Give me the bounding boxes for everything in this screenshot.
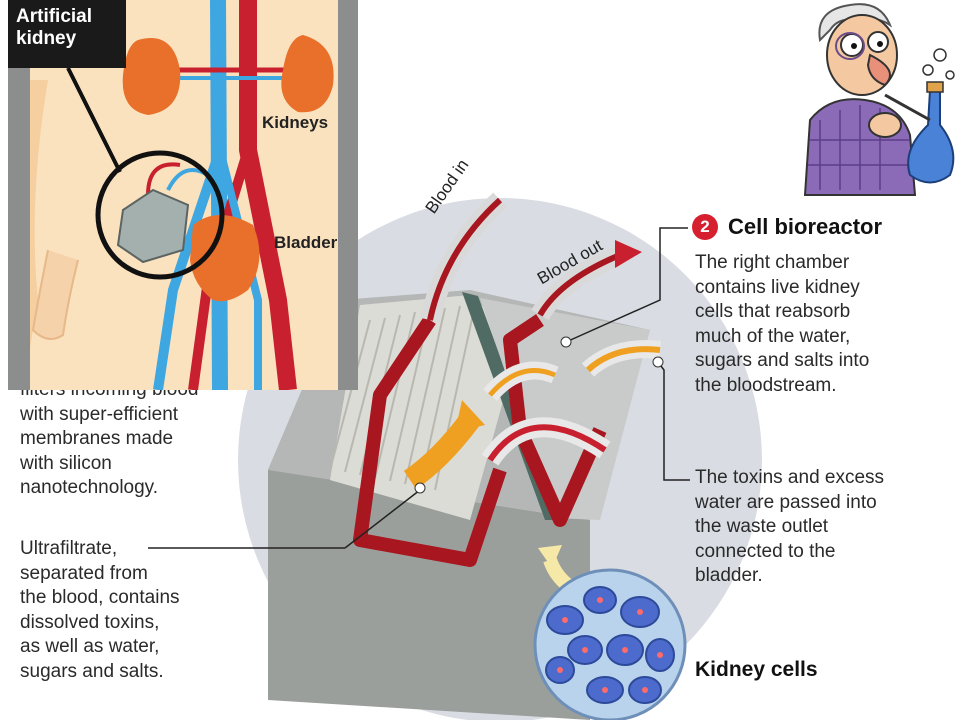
inset-title: Artificial kidney bbox=[8, 0, 126, 68]
left-kidney-shape bbox=[122, 38, 181, 115]
toxins-description: The toxins and excess water are passed i… bbox=[695, 467, 885, 586]
bladder-label: Bladder bbox=[274, 233, 338, 252]
device-front-face bbox=[268, 470, 590, 720]
filter-description: filters incoming blood with super-effici… bbox=[20, 379, 198, 498]
device-cube bbox=[116, 188, 190, 264]
artificial-kidney-inset: Artificial kidney Kidneys Bladder bbox=[8, 0, 358, 390]
flask bbox=[907, 89, 955, 184]
scientist-cartoon bbox=[803, 3, 955, 196]
blood-path-left bbox=[353, 316, 507, 567]
bladder-shape bbox=[190, 215, 260, 302]
aorta bbox=[239, 0, 297, 390]
kidney-cells-label: Kidney cells bbox=[695, 658, 818, 681]
cell-bioreactor-title: Cell bioreactor bbox=[728, 214, 883, 239]
cell-bioreactor-description: The right chamber contains live kidney c… bbox=[695, 252, 870, 396]
magnifier-circle bbox=[95, 150, 225, 280]
kidneys-label: Kidneys bbox=[262, 113, 329, 132]
right-kidney-shape bbox=[281, 35, 334, 113]
ultrafiltrate-description: Ultrafiltrate, separated from the blood,… bbox=[20, 538, 180, 682]
arm-outline bbox=[31, 249, 79, 340]
callout-line-bioreactor bbox=[565, 227, 688, 343]
step-number-badge: 2 bbox=[692, 214, 718, 240]
